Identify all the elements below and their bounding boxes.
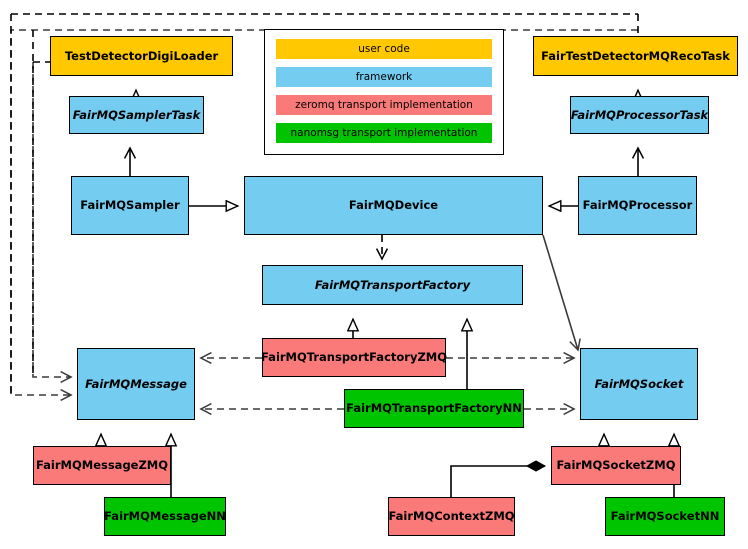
class-label: FairMQProcessorTask [570,107,709,122]
class-box-FairMQSocket[interactable]: FairMQSocket [580,348,698,420]
class-box-FairMQProcessor[interactable]: FairMQProcessor [578,176,697,235]
class-box-FairTestDetectorMQRecoTask[interactable]: FairTestDetectorMQRecoTask [533,36,738,76]
legend-item-zeromq: zeromq transport implementation [276,95,492,115]
class-label: TestDetectorDigiLoader [64,48,219,63]
class-box-FairMQSocketZMQ[interactable]: FairMQSocketZMQ [551,446,681,485]
class-box-FairMQMessageZMQ[interactable]: FairMQMessageZMQ [33,446,171,485]
class-label: FairMQSamplerTask [72,107,201,122]
class-box-FairMQTransportFactory[interactable]: FairMQTransportFactory [262,265,523,305]
class-box-FairMQTransportFactoryNN[interactable]: FairMQTransportFactoryNN [344,389,524,428]
class-box-FairMQMessage[interactable]: FairMQMessage [77,348,195,420]
class-label: FairMQMessageNN [104,509,226,524]
class-label: FairMQSampler [80,198,180,213]
class-box-FairMQSamplerTask[interactable]: FairMQSamplerTask [69,96,204,134]
class-label: FairTestDetectorMQRecoTask [541,48,730,63]
rel-message-to-digiloader [32,62,71,377]
class-box-FairMQProcessorTask[interactable]: FairMQProcessorTask [570,96,709,134]
class-label: FairMQTransportFactory [314,277,471,292]
class-label: FairMQTransportFactoryZMQ [261,350,448,365]
class-label: FairMQTransportFactoryNN [346,401,522,416]
class-label: FairMQSocketNN [610,509,720,524]
class-label: FairMQSocket [594,376,684,391]
class-label: FairMQDevice [348,198,439,213]
class-label: FairMQProcessor [582,198,693,213]
legend-label-nanomsg: nanomsg transport implementation [290,127,478,139]
class-box-FairMQMessageNN[interactable]: FairMQMessageNN [104,497,226,536]
rel-contextzmq-to-socketzmq [450,466,545,497]
legend-label-framework: framework [355,71,413,83]
legend-item-nanomsg: nanomsg transport implementation [276,123,492,143]
class-box-FairMQSocketNN[interactable]: FairMQSocketNN [605,497,725,536]
class-box-FairMQContextZMQ[interactable]: FairMQContextZMQ [388,497,515,536]
class-box-FairMQDevice[interactable]: FairMQDevice [244,176,543,235]
rel-device-to-socket [542,234,578,350]
class-box-TestDetectorDigiLoader[interactable]: TestDetectorDigiLoader [50,36,233,76]
legend-label-zeromq: zeromq transport implementation [295,99,473,111]
class-box-FairMQSampler[interactable]: FairMQSampler [71,176,189,235]
legend-label-user-code: user code [358,43,410,55]
class-label: FairMQContextZMQ [388,509,515,524]
legend-item-framework: framework [276,67,492,87]
class-label: FairMQSocketZMQ [556,458,676,473]
class-box-FairMQTransportFactoryZMQ[interactable]: FairMQTransportFactoryZMQ [261,338,448,377]
class-label: FairMQMessageZMQ [35,458,169,473]
color-legend: user code framework zeromq transport imp… [264,29,504,155]
class-label: FairMQMessage [85,376,187,391]
legend-item-user-code: user code [276,39,492,59]
